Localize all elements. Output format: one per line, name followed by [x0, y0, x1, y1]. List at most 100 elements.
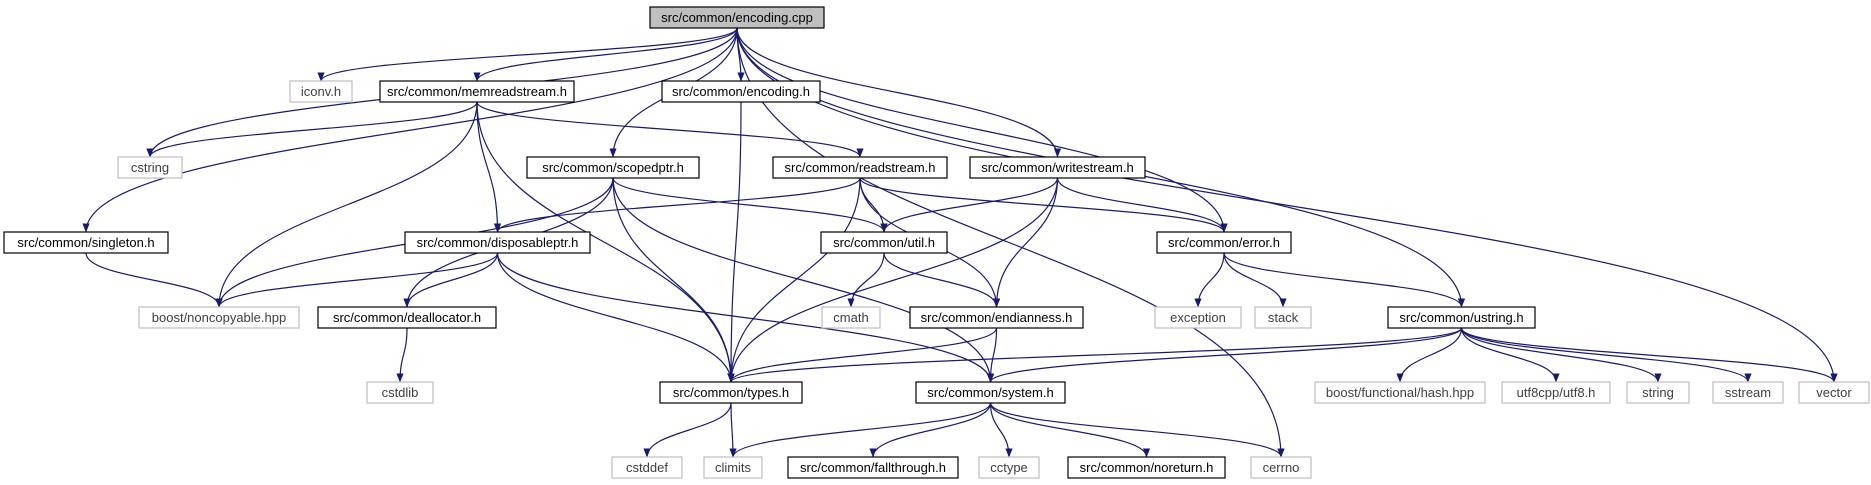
node-sstream: sstream — [1712, 381, 1784, 404]
node-label: cmath — [833, 310, 868, 325]
edge-readstream-to-types — [727, 177, 861, 383]
node-cstdlib: cstdlib — [366, 381, 434, 404]
node-scopedptr[interactable]: src/common/scopedptr.h — [526, 156, 700, 179]
edge-scopedptr-to-util — [612, 177, 888, 233]
edge-readstream-to-error — [859, 177, 1228, 233]
node-noncopyable: boost/noncopyable.hpp — [138, 306, 300, 329]
node-ustring[interactable]: src/common/ustring.h — [1387, 306, 1536, 329]
node-deallocator[interactable]: src/common/deallocator.h — [317, 306, 497, 329]
node-box — [787, 456, 959, 479]
node-box — [1387, 306, 1536, 329]
node-box — [1501, 381, 1611, 404]
node-label: src/common/singleton.h — [17, 235, 154, 250]
node-box — [1154, 306, 1242, 329]
node-box — [820, 231, 948, 254]
edge-writestream-to-types — [727, 177, 1059, 383]
node-label: string — [1642, 385, 1674, 400]
node-disposable[interactable]: src/common/disposableptr.h — [404, 231, 591, 254]
edge-root-to-iconv — [317, 27, 738, 82]
node-label: src/common/noreturn.h — [1080, 460, 1214, 475]
node-box — [649, 6, 825, 29]
node-vector: vector — [1798, 381, 1870, 404]
node-encoding_h[interactable]: src/common/encoding.h — [661, 80, 821, 103]
node-box — [772, 156, 948, 179]
node-box — [659, 381, 803, 404]
node-label: sstream — [1725, 385, 1771, 400]
node-box — [366, 381, 434, 404]
node-error[interactable]: src/common/error.h — [1156, 231, 1292, 254]
node-box — [379, 80, 575, 103]
node-singleton[interactable]: src/common/singleton.h — [3, 231, 169, 254]
node-box — [138, 306, 300, 329]
edge-endianness-to-system — [986, 327, 998, 383]
node-label: cerrno — [1263, 460, 1300, 475]
node-iconv: iconv.h — [289, 80, 353, 103]
node-noreturn[interactable]: src/common/noreturn.h — [1067, 456, 1226, 479]
node-box — [117, 156, 183, 179]
edge-root-to-cerrno — [736, 27, 1285, 458]
node-box — [915, 381, 1066, 404]
node-box — [978, 456, 1040, 479]
node-label: cstdlib — [382, 385, 419, 400]
node-box — [289, 80, 353, 103]
edge-types-to-cstddef — [643, 402, 732, 458]
edge-root-to-error — [736, 27, 1228, 233]
node-label: cstddef — [626, 460, 668, 475]
node-label: utf8cpp/utf8.h — [1517, 385, 1596, 400]
node-climits: climits — [703, 456, 763, 479]
edge-disposable-to-deallocator — [403, 252, 499, 308]
edge-util-to-endianness — [883, 252, 1001, 308]
edge-memread-to-noncopyable — [215, 101, 478, 308]
node-box — [1798, 381, 1870, 404]
edge-ustring-to-system — [987, 327, 1463, 383]
node-utf8: utf8cpp/utf8.h — [1501, 381, 1611, 404]
node-box — [1254, 306, 1312, 329]
node-box — [317, 306, 497, 329]
node-util[interactable]: src/common/util.h — [820, 231, 948, 254]
node-label: cstring — [131, 160, 169, 175]
node-string: string — [1626, 381, 1690, 404]
edge-deallocator-to-cstdlib — [396, 327, 408, 383]
node-cctype: cctype — [978, 456, 1040, 479]
node-label: src/common/system.h — [927, 385, 1053, 400]
edge-endianness-to-types — [727, 327, 998, 383]
edge-error-to-exception — [1194, 252, 1225, 308]
node-stack: stack — [1254, 306, 1312, 329]
edge-disposable-to-types — [496, 252, 735, 383]
node-readstream[interactable]: src/common/readstream.h — [772, 156, 948, 179]
edge-root-to-singleton — [82, 27, 738, 233]
node-exception: exception — [1154, 306, 1242, 329]
edge-system-to-cerrno — [989, 402, 1285, 458]
node-box — [1250, 456, 1312, 479]
node-writestream[interactable]: src/common/writestream.h — [969, 156, 1146, 179]
node-label: src/common/deallocator.h — [333, 310, 481, 325]
edge-disposable-to-noncopyable — [215, 252, 499, 308]
node-label: stack — [1268, 310, 1299, 325]
edge-singleton-to-noncopyable — [85, 252, 223, 308]
edge-writestream-to-util — [880, 177, 1059, 233]
node-label: src/common/readstream.h — [785, 160, 936, 175]
node-box — [969, 156, 1146, 179]
node-label: src/common/error.h — [1168, 235, 1280, 250]
node-label: src/common/endianness.h — [921, 310, 1073, 325]
node-label: cctype — [990, 460, 1028, 475]
node-fallthrough[interactable]: src/common/fallthrough.h — [787, 456, 959, 479]
node-root[interactable]: src/common/encoding.cpp — [649, 6, 825, 29]
node-box — [821, 306, 881, 329]
node-hash: boost/functional/hash.hpp — [1314, 381, 1486, 404]
node-box — [611, 456, 683, 479]
node-memread[interactable]: src/common/memreadstream.h — [379, 80, 575, 103]
node-endianness[interactable]: src/common/endianness.h — [909, 306, 1084, 329]
node-label: src/common/writestream.h — [981, 160, 1133, 175]
edge-encoding_h-to-types — [727, 101, 742, 383]
node-box — [1712, 381, 1784, 404]
node-box — [909, 306, 1084, 329]
node-label: src/common/scopedptr.h — [542, 160, 684, 175]
node-types[interactable]: src/common/types.h — [659, 381, 803, 404]
node-box — [1067, 456, 1226, 479]
edge-types-to-climits — [729, 402, 737, 458]
node-box — [526, 156, 700, 179]
node-box — [1314, 381, 1486, 404]
node-system[interactable]: src/common/system.h — [915, 381, 1066, 404]
